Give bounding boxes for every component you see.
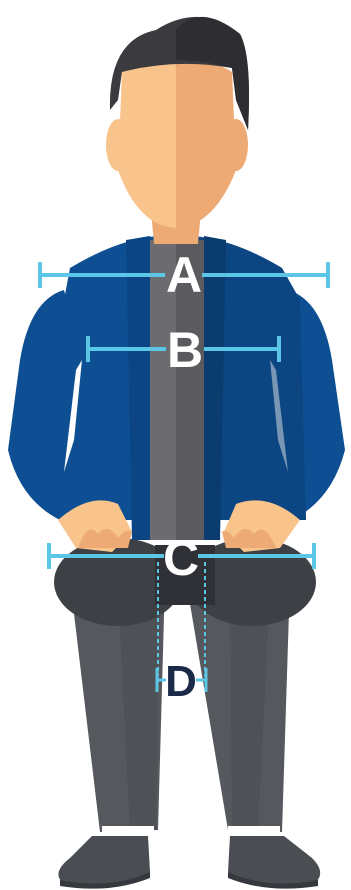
shoes (58, 836, 320, 889)
measurement-label-b: B (167, 325, 203, 375)
measurement-label-c: C (163, 533, 199, 583)
measurement-label-d: D (165, 660, 197, 704)
head (106, 17, 249, 228)
measurement-label-a: A (166, 250, 202, 300)
